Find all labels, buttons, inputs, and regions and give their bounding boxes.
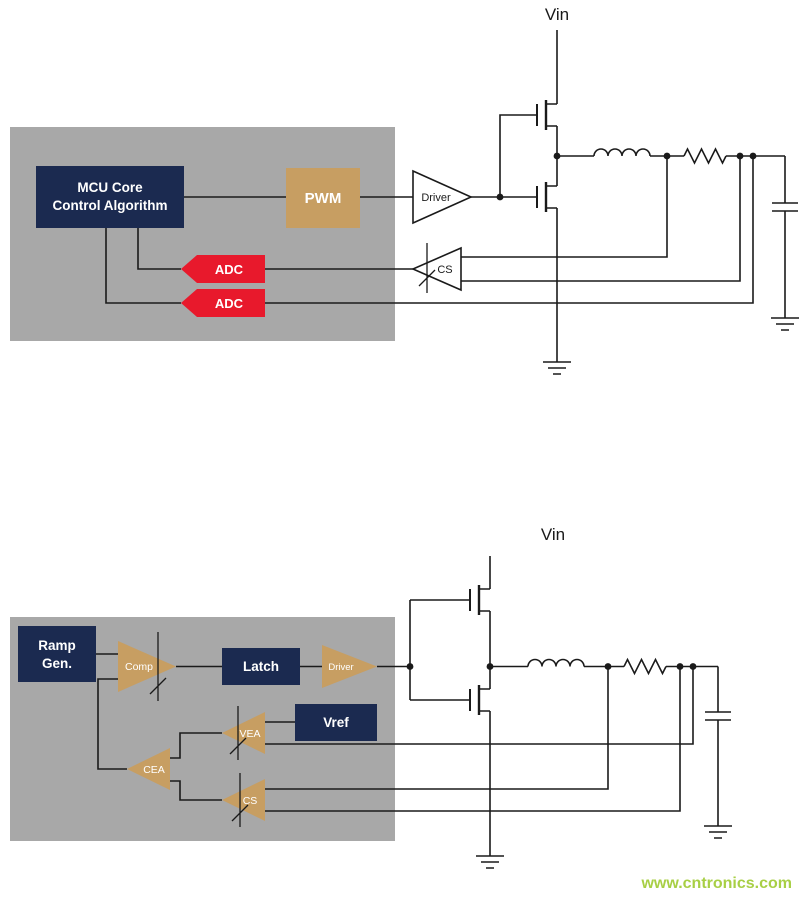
vref-label: Vref	[323, 715, 349, 730]
inductor	[527, 658, 585, 667]
comp-label: Comp	[125, 661, 153, 673]
wire-vout-to-vea	[265, 666, 694, 745]
driver-triangle	[322, 645, 377, 688]
cea-triangle	[127, 748, 170, 790]
adc-block-top	[181, 255, 265, 283]
low-side-mosfet	[536, 182, 557, 212]
cs-amplifier-triangle	[411, 246, 462, 292]
adc-top-label: ADC	[215, 262, 244, 277]
mcu-label-line2: Control Algorithm	[53, 198, 168, 213]
ramp-gen-label-line2: Gen.	[42, 656, 72, 671]
vea-label: VEA	[239, 728, 260, 740]
vin-label: Vin	[541, 525, 565, 544]
cs-hash-marks	[231, 773, 249, 827]
mosfet-leads	[546, 185, 557, 209]
driver-label: Driver	[421, 192, 451, 204]
junction-dots	[496, 152, 757, 201]
comp-triangle	[118, 641, 176, 692]
ground-symbol	[771, 317, 799, 331]
inductor	[593, 148, 651, 157]
cs-hash-marks	[418, 243, 436, 293]
bottom-wires	[96, 556, 732, 869]
wire-output-branch	[726, 155, 786, 318]
wire-vout-to-adc	[265, 156, 754, 304]
ground-symbol	[543, 361, 571, 375]
adc-bottom-label: ADC	[215, 296, 244, 311]
ramp-gen-label-line1: Ramp	[38, 638, 76, 653]
high-side-mosfet	[536, 100, 557, 130]
output-capacitor	[772, 202, 798, 212]
junction-dot	[749, 152, 757, 160]
junction-dot	[486, 663, 494, 670]
junction-dots	[406, 663, 697, 670]
top-wires	[105, 30, 799, 375]
cs-label: CS	[243, 795, 258, 807]
junction-dot	[736, 152, 744, 160]
vref-block	[295, 704, 377, 741]
mcu-label-line1: MCU Core	[77, 180, 143, 195]
low-side-mosfet	[469, 685, 490, 715]
junction-dot	[406, 663, 414, 670]
wire-cs-to-cea	[170, 780, 222, 801]
wire-gate-drive	[471, 114, 537, 198]
mcu-block	[36, 166, 184, 228]
driver-buffer-triangle	[412, 169, 473, 225]
mosfet-leads	[479, 688, 490, 712]
latch-label: Latch	[243, 659, 279, 674]
digital-control-diagram: MCU Core Control Algorithm PWM Driver CS…	[10, 5, 799, 375]
cs-triangle	[222, 779, 265, 821]
wire-current-sense-a	[265, 666, 609, 790]
wire-output-branch	[666, 665, 719, 826]
junction-dot	[689, 663, 697, 670]
ramp-gen-block	[18, 626, 96, 682]
mosfet-leads	[479, 588, 490, 612]
latch-block	[222, 648, 300, 685]
wire-vea-to-cea	[170, 732, 222, 759]
driver-label: Driver	[328, 662, 353, 673]
analog-control-diagram: Ramp Gen. Comp Latch Driver Vref VEA CEA…	[10, 525, 732, 869]
vin-label: Vin	[545, 5, 569, 24]
output-capacitor	[705, 711, 731, 721]
sense-resistor	[623, 657, 667, 676]
wire-adc2-to-mcu	[105, 228, 181, 304]
comp-hash-marks	[149, 632, 167, 701]
junction-dot	[553, 152, 561, 160]
vea-hash-marks	[229, 706, 247, 760]
ground-symbol	[476, 855, 504, 869]
wire-current-sense-b	[265, 666, 681, 812]
cs-label: CS	[437, 264, 452, 276]
junction-dot	[496, 193, 504, 201]
sense-resistor	[683, 147, 727, 165]
mosfet-leads	[546, 103, 557, 127]
junction-dot	[676, 663, 684, 670]
junction-dot	[604, 663, 612, 670]
wire-gate-drive	[377, 599, 470, 701]
pwm-label: PWM	[305, 190, 342, 207]
junction-dot	[663, 152, 671, 160]
wire-current-sense-a	[461, 156, 668, 258]
cea-label: CEA	[143, 764, 165, 776]
wire-current-sense-b	[461, 156, 741, 282]
high-side-mosfet	[469, 585, 490, 615]
vea-triangle	[222, 712, 265, 754]
wire-cea-to-comp	[97, 678, 127, 770]
watermark: www.cntronics.com	[640, 875, 792, 892]
pwm-block	[286, 168, 360, 228]
wire-adc1-to-mcu	[137, 228, 181, 270]
ground-symbol	[704, 825, 732, 839]
adc-block-bottom	[181, 289, 265, 317]
